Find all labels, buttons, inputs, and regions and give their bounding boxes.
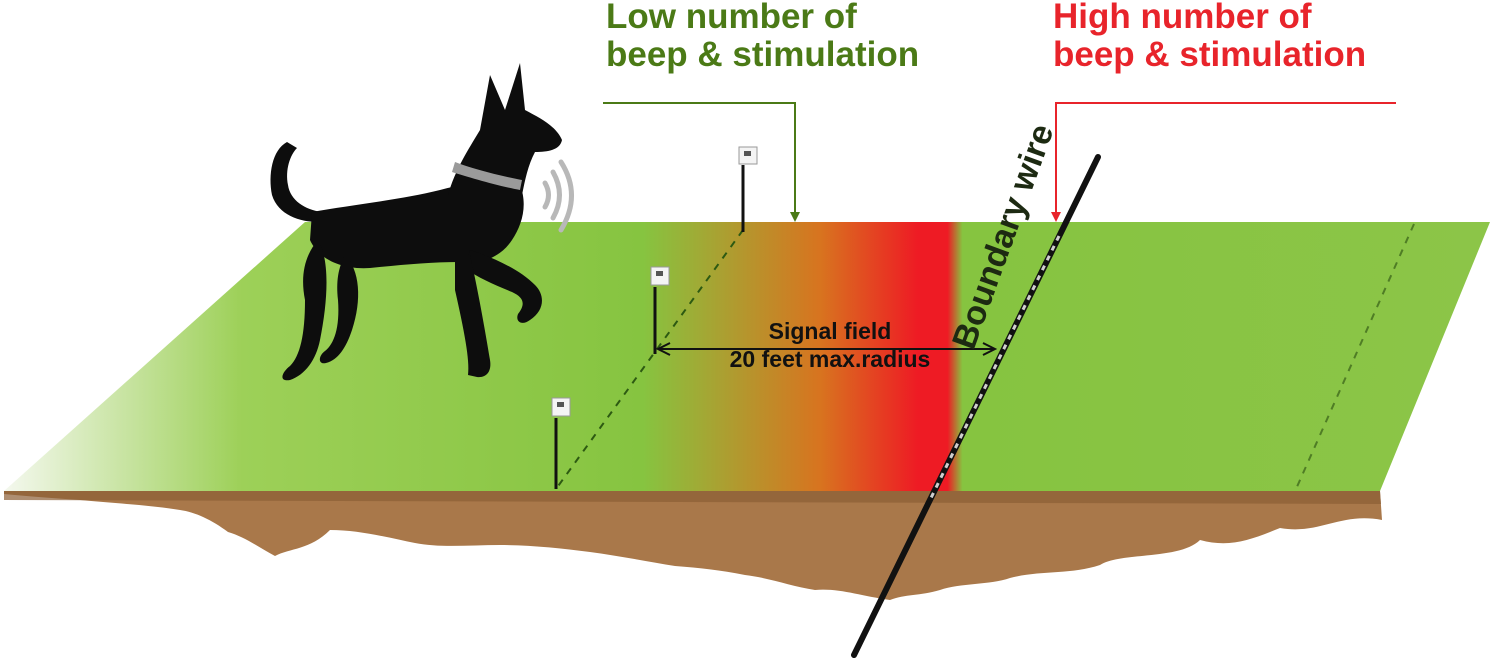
flag-bottom [551, 397, 571, 489]
signal-field-label: Signal field 20 feet max.radius [690, 318, 970, 373]
high-stimulation-label: High number of beep & stimulation [1053, 0, 1366, 74]
low-callout-line [603, 102, 796, 215]
dog-silhouette-icon [270, 63, 562, 381]
collar-signal-waves-icon [542, 159, 574, 233]
flag-middle [650, 266, 670, 354]
dashed-line-far [1295, 223, 1415, 490]
low-stimulation-line2: beep & stimulation [606, 34, 920, 74]
signal-field-line2: 20 feet max.radius [729, 345, 931, 372]
high-callout-arrowhead [1051, 212, 1061, 222]
flag-top [738, 146, 758, 232]
soil-layer [4, 491, 1382, 600]
dog-collar [452, 162, 522, 190]
signal-field-arrowhead-right [982, 342, 998, 356]
low-callout-arrowhead [790, 212, 800, 222]
high-stimulation-line2: beep & stimulation [1053, 34, 1367, 74]
grass-field [4, 222, 1490, 491]
dashed-line-signal-start [555, 229, 744, 490]
signal-field-arrowhead-left [655, 342, 671, 356]
low-stimulation-line1: Low number of [606, 0, 857, 36]
high-stimulation-line1: High number of [1053, 0, 1312, 36]
boundary-wire-buried-highlight [928, 235, 1061, 501]
signal-field-line1: Signal field [768, 318, 892, 344]
high-callout-line [1055, 102, 1396, 215]
low-stimulation-label: Low number of beep & stimulation [606, 0, 919, 74]
soil-edge [4, 491, 1381, 504]
